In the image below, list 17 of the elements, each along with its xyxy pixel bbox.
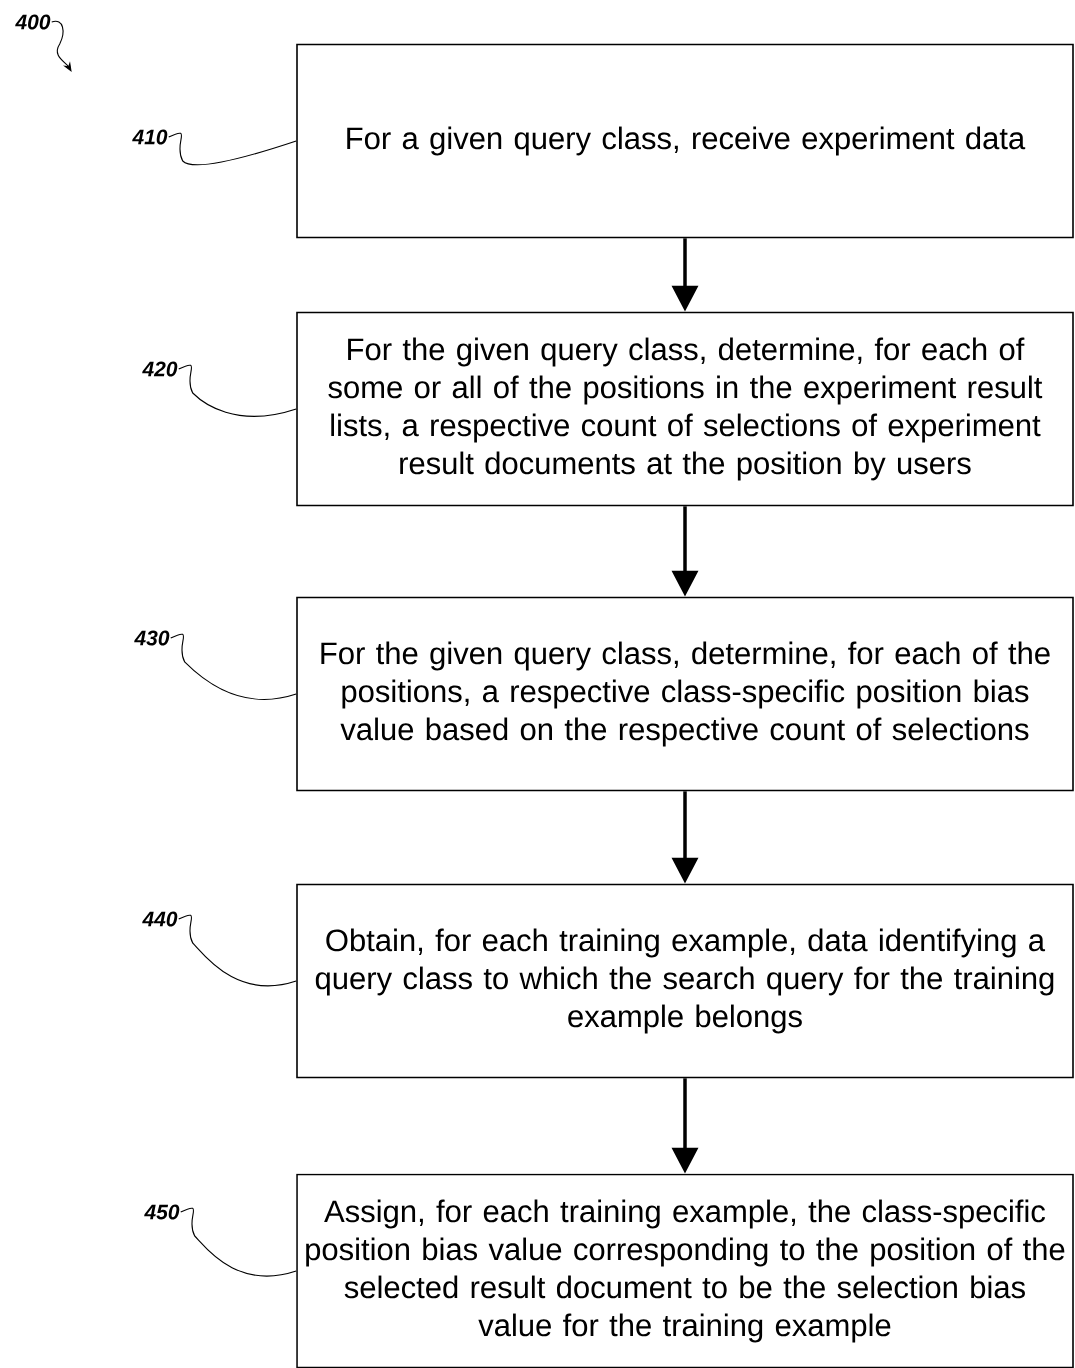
callout-number: 450 [144, 1204, 180, 1220]
process-box: For the given query class, determine, for each of some or all of the positions in the experiment result lists, a respective count of selections of experiment result documents at the position by users [296, 311, 1074, 507]
leader-line [168, 132, 297, 166]
callout-number: 430 [134, 630, 170, 646]
process-box: Obtain, for each training example, data identifying a query class to which the search query for the training example belongs [296, 883, 1074, 1079]
process-box: For the given query class, determine, for each of the positions, a respective class-specific position bias value based on the respective count of selections [296, 596, 1074, 792]
leader-line [180, 1207, 297, 1277]
leader-arrow [51, 20, 72, 72]
leader-line [178, 364, 297, 417]
process-box: For a given query class, receive experiment data [296, 43, 1074, 239]
process-box: Assign, for each training example, the class-specific position bias value corresponding to the position of the selected result document to be the selection bias value for the training example [296, 1173, 1074, 1368]
callout-number: 420 [142, 361, 178, 377]
callout-number: 410 [132, 129, 168, 145]
leader-line [170, 633, 297, 700]
callout-number: 400 [15, 14, 51, 30]
callout-number: 440 [142, 911, 178, 927]
leader-line [178, 914, 297, 987]
